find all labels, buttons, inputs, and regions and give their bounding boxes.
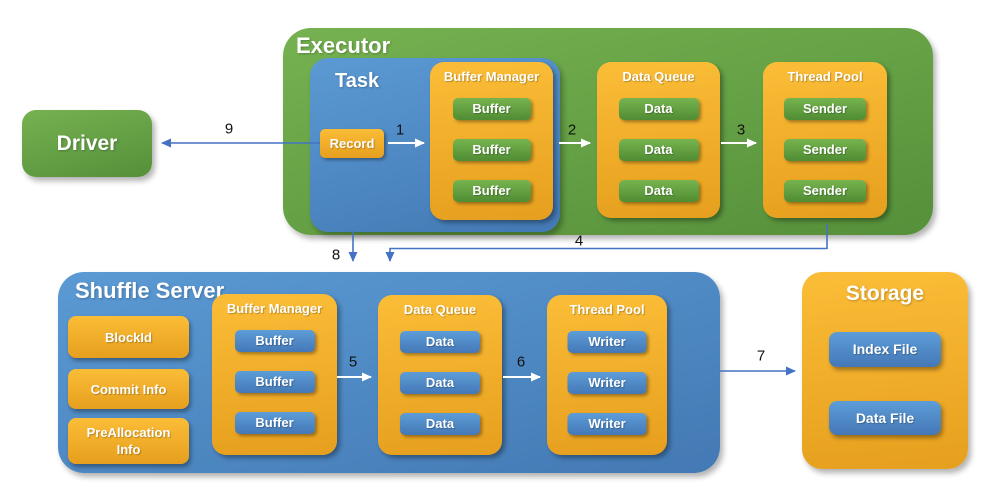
arrow-label-6: 6 (516, 353, 526, 371)
storage-title: Storage (845, 282, 925, 305)
record-box: Record (320, 129, 384, 158)
buffer-box: Buffer (234, 371, 315, 393)
data-file-box: Data File (829, 401, 941, 435)
buffer-box: Buffer (452, 98, 531, 120)
arrow-label-7: 7 (756, 347, 766, 365)
data-box: Data (400, 413, 480, 435)
executor-thread-pool-panel: Thread Pool Sender Sender Sender (763, 62, 887, 218)
shuffle-buffer-manager-panel: Buffer Manager Buffer Buffer Buffer (212, 294, 337, 455)
arrow-label-9: 9 (224, 120, 234, 138)
buffer-box: Buffer (234, 330, 315, 352)
data-box: Data (618, 139, 699, 161)
driver-title: Driver (56, 131, 118, 155)
buffer-box: Buffer (234, 412, 315, 434)
executor-box: Executor Task Record Buffer Manager Buff… (283, 28, 933, 235)
shuffle-buffer-manager-title: Buffer Manager (226, 301, 323, 316)
sender-box: Sender (784, 180, 866, 202)
data-box: Data (618, 98, 699, 120)
sender-box: Sender (784, 98, 866, 120)
buffer-box: Buffer (452, 180, 531, 202)
executor-buffer-manager-title: Buffer Manager (443, 69, 540, 84)
data-box: Data (400, 331, 480, 353)
preallocation-info-box: PreAllocation Info (68, 418, 189, 464)
arrow-label-3: 3 (736, 121, 746, 139)
data-box: Data (618, 180, 699, 202)
executor-data-queue-title: Data Queue (622, 69, 695, 84)
arrow-label-4: 4 (574, 232, 584, 250)
arrow-label-5: 5 (348, 353, 358, 371)
storage-box: Storage Index File Data File (802, 272, 968, 469)
writer-box: Writer (567, 413, 647, 435)
arrow-label-1: 1 (395, 121, 405, 139)
arrow-label-2: 2 (567, 121, 577, 139)
shuffle-thread-pool-title: Thread Pool (569, 302, 645, 317)
blockid-box: BlockId (68, 316, 189, 358)
index-file-box: Index File (829, 332, 941, 367)
driver-box: Driver (22, 110, 152, 177)
writer-box: Writer (567, 372, 647, 394)
shuffle-server-box: Shuffle Server BlockId Commit Info PreAl… (58, 272, 720, 473)
executor-buffer-manager-panel: Buffer Manager Buffer Buffer Buffer (430, 62, 553, 220)
shuffle-data-queue-panel: Data Queue Data Data Data (378, 295, 502, 455)
sender-box: Sender (784, 139, 866, 161)
executor-data-queue-panel: Data Queue Data Data Data (597, 62, 720, 218)
task-title: Task (335, 70, 380, 92)
shuffle-thread-pool-panel: Thread Pool Writer Writer Writer (547, 295, 667, 455)
executor-title: Executor (296, 33, 391, 58)
arrow-label-8: 8 (331, 246, 341, 264)
shuffle-data-queue-title: Data Queue (403, 302, 477, 317)
shuffle-server-title: Shuffle Server (75, 278, 225, 303)
commit-info-box: Commit Info (68, 369, 189, 409)
buffer-box: Buffer (452, 139, 531, 161)
data-box: Data (400, 372, 480, 394)
writer-box: Writer (567, 331, 647, 353)
executor-thread-pool-title: Thread Pool (787, 69, 863, 84)
